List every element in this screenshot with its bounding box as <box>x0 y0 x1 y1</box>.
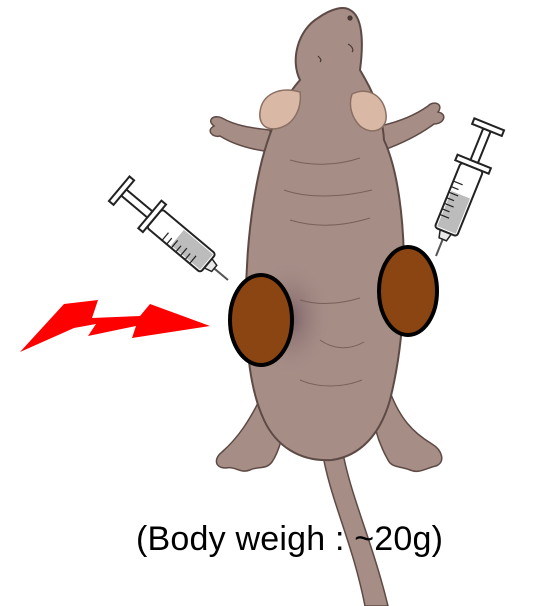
tumor-right <box>379 247 437 335</box>
lightning-bolt-icon <box>20 300 210 352</box>
body-weight-caption: (Body weigh : ~20g) <box>136 520 443 559</box>
mouse-body <box>246 8 404 460</box>
tumor-left <box>230 275 292 365</box>
syringe-left-icon <box>108 175 240 294</box>
syringe-right-icon <box>419 118 506 263</box>
